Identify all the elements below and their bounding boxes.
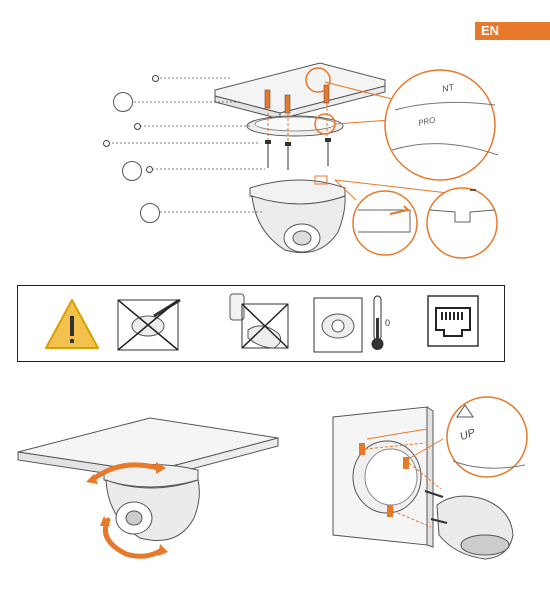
callout-dot bbox=[152, 75, 159, 82]
callout-dot bbox=[146, 166, 153, 173]
precautions-box: 0 bbox=[17, 285, 505, 362]
callout-dot bbox=[103, 140, 110, 147]
language-badge: EN bbox=[475, 22, 550, 40]
mounting-exploded-diagram: NT PRO bbox=[0, 45, 550, 270]
no-chemical-cleaner-icon bbox=[224, 290, 300, 354]
thermometer-label: 0 bbox=[385, 318, 390, 328]
callout-circle bbox=[140, 203, 160, 223]
ethernet-port-icon bbox=[426, 294, 480, 348]
wall-mount-diagram: UP bbox=[325, 395, 550, 570]
mounting-diagram-svg bbox=[0, 45, 550, 270]
callout-circle bbox=[122, 161, 142, 181]
no-screwdriver-icon bbox=[110, 294, 188, 354]
callout-circle bbox=[113, 92, 133, 112]
callout-dot bbox=[134, 123, 141, 130]
warning-triangle-icon bbox=[42, 294, 102, 354]
dome-rotation-diagram bbox=[0, 400, 300, 570]
